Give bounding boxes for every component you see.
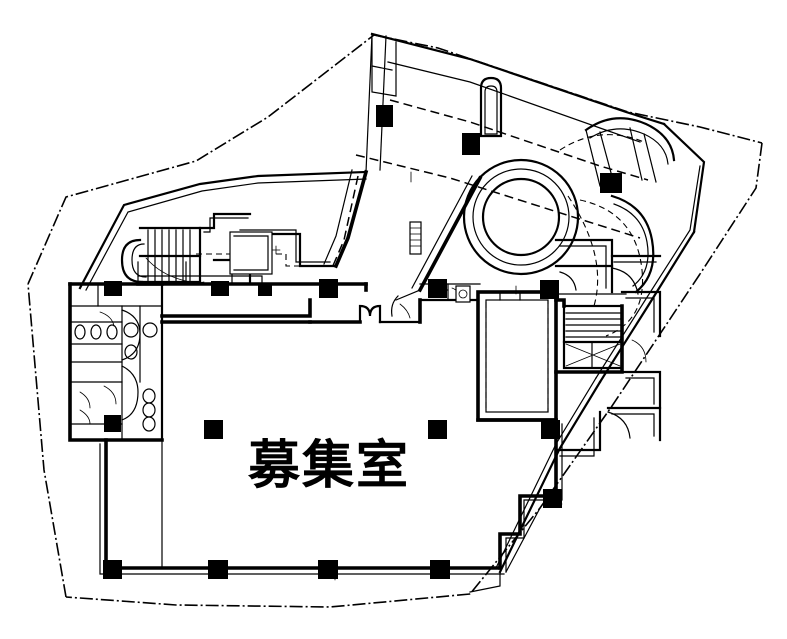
column [103,560,122,579]
east-curved-lobby [579,194,655,337]
east-service-rooms [554,238,662,442]
column [540,280,559,299]
structural-columns [103,105,622,579]
circular-atrium [462,158,580,276]
dimension-ticks [334,171,563,581]
north-canopy [355,32,666,239]
column [258,284,272,296]
elevator-shaft [476,290,558,422]
vacant-room-label: 募集室 [247,436,410,496]
column [462,133,480,155]
louver-grille [409,221,422,255]
southeast-wall-detail [469,410,602,593]
column [104,281,122,296]
column [204,420,223,439]
west-stair [120,212,252,286]
column [376,105,393,127]
wc-fixtures [74,322,158,432]
northeast-canopy [559,117,676,307]
column [543,489,562,508]
column [541,420,560,439]
column [211,281,229,296]
column [428,279,447,298]
restroom-block [68,282,164,442]
column [104,415,121,432]
column [318,560,338,579]
building-envelope [78,122,706,574]
corridor-walls [160,298,422,324]
column [430,560,450,579]
property-line [27,34,763,608]
column [428,420,447,439]
column [600,173,622,193]
north-small-room [229,231,281,275]
atrium-diagonal-wall [391,175,483,319]
column [319,279,338,298]
column [208,560,228,579]
